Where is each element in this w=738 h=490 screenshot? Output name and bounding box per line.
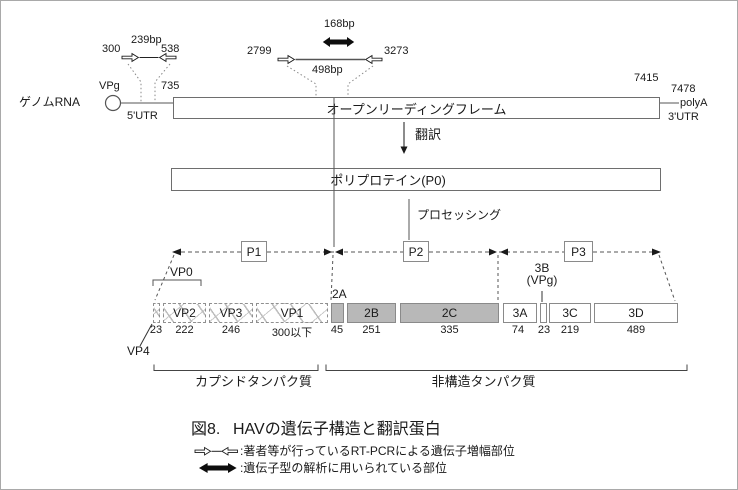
3b-vpg-label: (VPg)	[526, 273, 558, 287]
segment-2c-label: 2C	[441, 306, 458, 320]
region-p3-label: P3	[571, 244, 586, 259]
vp3-size: 246	[221, 324, 241, 336]
utr5-label: 5'UTR	[127, 110, 158, 122]
translation-arrow-icon	[400, 146, 408, 154]
forward-primer2-arrow-icon	[277, 55, 295, 64]
vp0-label: VP0	[170, 265, 193, 279]
primer1-left-pos: 300	[102, 43, 121, 55]
primer1-amplicon-size: 239bp	[131, 34, 162, 46]
capsid-protein-label: カプシドタンパク質	[194, 374, 312, 389]
primer2-right-leader-line	[347, 65, 374, 97]
genome-rna-label: ゲノムRNA	[19, 95, 80, 109]
segment-vp1-label: VP1	[280, 306, 304, 320]
3a-size: 74	[511, 324, 525, 336]
region-p1-box: P1	[241, 241, 267, 262]
polyprotein-label: ポリプロテイン(P0)	[330, 173, 446, 188]
orf-label: オープンリーディングフレーム	[326, 101, 507, 117]
3c-size: 219	[560, 324, 580, 336]
segment-vp3: VP3	[209, 303, 253, 323]
region-p1-label: P1	[246, 244, 262, 259]
segment-2b: 2B	[347, 303, 396, 323]
2c-size: 335	[440, 324, 459, 336]
region-p2-label: P2	[408, 244, 424, 259]
orf-start-pos: 735	[161, 80, 180, 92]
2a-size: 45	[330, 324, 344, 336]
segment-3d-label: 3D	[628, 306, 644, 320]
forward-primer1-arrow-icon	[121, 53, 139, 62]
segment-3c: 3C	[549, 303, 591, 323]
segment-3c-label: 3C	[562, 306, 578, 320]
segment-vp4	[153, 303, 160, 323]
utr3-label: 3'UTR	[668, 111, 699, 123]
polya-label: polyA	[680, 97, 708, 109]
3b-size: 23	[537, 324, 551, 336]
reverse-primer2-arrow-icon	[365, 55, 383, 64]
genotyping-size: 168bp	[324, 18, 355, 30]
vp1-size: 300以下	[271, 327, 313, 339]
legend-rtpcr-text: :著者等が行っているRT-PCRによる遺伝子増幅部位	[240, 444, 515, 458]
p2-p3-junction-arrowhead-icon	[489, 248, 497, 256]
translation-label: 翻訳	[415, 127, 442, 142]
vp2-size: 222	[175, 324, 194, 336]
left-range-arrowhead-icon	[172, 248, 181, 256]
segment-2c: 2C	[400, 303, 499, 323]
region-p2-box: P2	[403, 241, 429, 262]
segment-vp2: VP2	[163, 303, 206, 323]
p2-p1-junction-arrowhead-icon	[335, 248, 343, 256]
primer2-left-pos: 2799	[247, 45, 272, 57]
3d-size: 489	[626, 324, 646, 336]
capsid-bracket	[153, 364, 319, 371]
segment-vp2-label: VP2	[173, 306, 196, 320]
segment-3a-label: 3A	[512, 306, 528, 320]
primer2-amplicon-size: 498bp	[312, 64, 343, 76]
nonstructural-protein-label: 非構造タンパク質	[431, 374, 536, 389]
segment-3d: 3D	[594, 303, 678, 323]
polya-pos: 7478	[671, 83, 696, 95]
legend-genotype-arrow-icon	[198, 463, 237, 473]
primer2-right-pos: 3273	[384, 45, 409, 57]
orf-end-pos: 7415	[634, 72, 659, 84]
p3-p2-junction-arrowhead-icon	[500, 248, 508, 256]
vp4-size: 23	[149, 324, 163, 336]
segment-3a: 3A	[503, 303, 537, 323]
genotyping-region-arrow-icon	[322, 37, 355, 47]
vpg-label: VPg	[99, 80, 120, 92]
caption-title: HAVの遺伝子構造と翻訳蛋白	[233, 421, 441, 438]
orf-box: オープンリーディングフレーム	[173, 97, 660, 119]
legend-rtpcr-arrows-icon	[194, 447, 238, 456]
segment-vp1: VP1	[256, 303, 328, 323]
polyprotein-box: ポリプロテイン(P0)	[171, 168, 661, 191]
vp0-bracket	[152, 279, 202, 286]
segment-3b	[540, 303, 547, 323]
vp4-label: VP4	[127, 344, 150, 358]
region-p3-box: P3	[564, 241, 593, 262]
nonstructural-bracket	[325, 364, 688, 371]
segment-2a	[331, 303, 344, 323]
segment-2b-label: 2B	[364, 306, 379, 320]
2a-label: 2A	[332, 287, 347, 301]
primer1-right-pos: 538	[161, 43, 180, 55]
legend-genotype-text: :遺伝子型の解析に用いられている部位	[240, 461, 447, 475]
3b-label: 3B	[534, 261, 550, 275]
caption-number: 図8.	[191, 421, 221, 438]
right-range-arrowhead-icon	[652, 248, 661, 256]
p1-p2-junction-arrowhead-icon	[324, 248, 332, 256]
segment-vp3-label: VP3	[219, 306, 243, 320]
2b-size: 251	[362, 324, 381, 336]
leader-right-end	[658, 254, 676, 302]
vpg-circle-icon	[104, 94, 122, 112]
processing-label: プロセッシング	[417, 208, 502, 222]
primer1-left-leader-line	[127, 63, 142, 102]
